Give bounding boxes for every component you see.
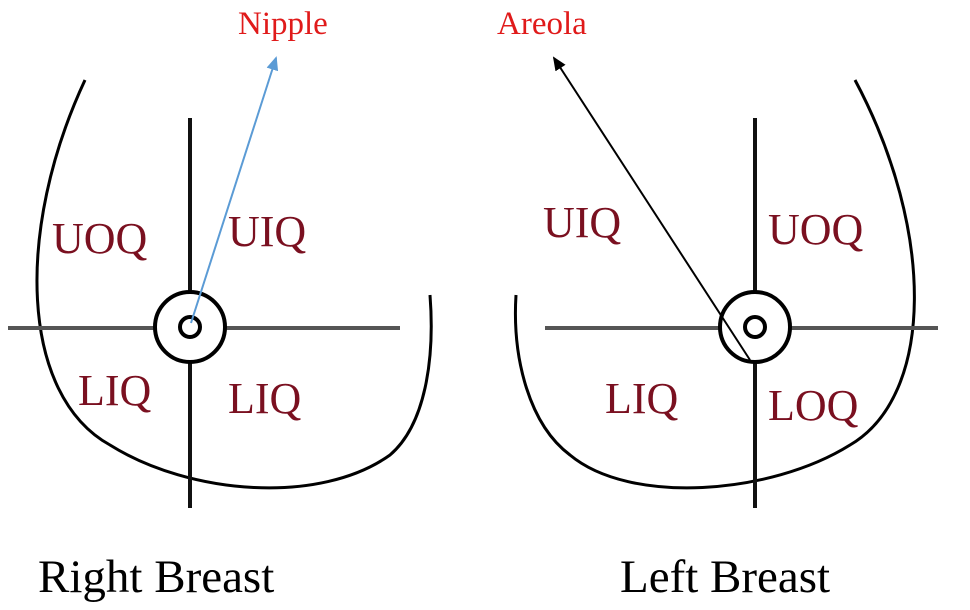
right-breast-upper-inner-quadrant: UIQ	[228, 207, 306, 256]
nipple-callout-label: Nipple	[238, 6, 328, 42]
right-breast-outline	[35, 79, 433, 490]
right-breast-caption: Right Breast	[38, 551, 274, 603]
right-breast-nipple	[178, 315, 202, 339]
right-breast-lower-left-quadrant: LIQ	[78, 366, 152, 415]
left-breast-outline	[513, 79, 916, 490]
right-breast: UOQ UIQ LIQ LIQ Right Breast	[8, 79, 433, 603]
left-breast-upper-inner-quadrant: UIQ	[543, 198, 621, 247]
right-breast-lower-right-quadrant: LIQ	[228, 374, 302, 423]
left-breast: UIQ UOQ LIQ LOQ Left Breast	[513, 79, 938, 603]
left-breast-lower-outer-quadrant: LOQ	[768, 381, 859, 430]
left-breast-lower-inner-quadrant: LIQ	[605, 374, 679, 423]
left-breast-caption: Left Breast	[620, 551, 830, 603]
areola-callout-label: Areola	[497, 6, 587, 42]
areola-callout-arrow	[552, 56, 751, 361]
nipple-callout-arrow	[190, 56, 279, 324]
right-breast-upper-outer-quadrant: UOQ	[52, 214, 148, 263]
left-breast-nipple	[743, 315, 767, 339]
left-breast-upper-outer-quadrant: UOQ	[768, 205, 864, 254]
